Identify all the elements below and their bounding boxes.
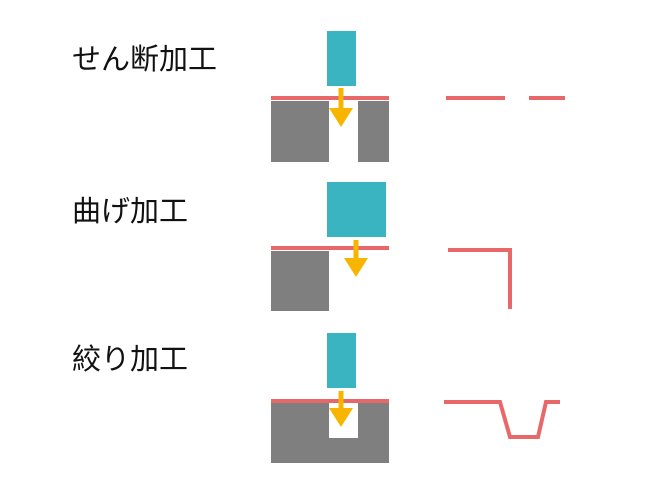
drawing-arrow-head-icon bbox=[329, 408, 353, 427]
bending-die bbox=[271, 251, 329, 311]
bending-diagram bbox=[271, 182, 512, 311]
shearing-die-left bbox=[271, 101, 329, 162]
label-bending: 曲げ加工 bbox=[72, 194, 189, 228]
bending-arrow-head-icon bbox=[344, 258, 368, 277]
shearing-arrow-head-icon bbox=[329, 108, 353, 127]
drawing-result-shape bbox=[444, 400, 560, 439]
label-drawing: 絞り加工 bbox=[72, 342, 189, 376]
drawing-diagram bbox=[271, 333, 560, 463]
shearing-diagram bbox=[271, 31, 565, 162]
shearing-die-right bbox=[358, 101, 389, 162]
drawing-die bbox=[271, 403, 389, 463]
label-shearing: せん断加工 bbox=[72, 42, 218, 76]
drawing-punch bbox=[327, 333, 356, 388]
bending-result-shape bbox=[448, 248, 512, 309]
shearing-punch bbox=[327, 31, 356, 86]
bending-punch bbox=[327, 182, 386, 237]
